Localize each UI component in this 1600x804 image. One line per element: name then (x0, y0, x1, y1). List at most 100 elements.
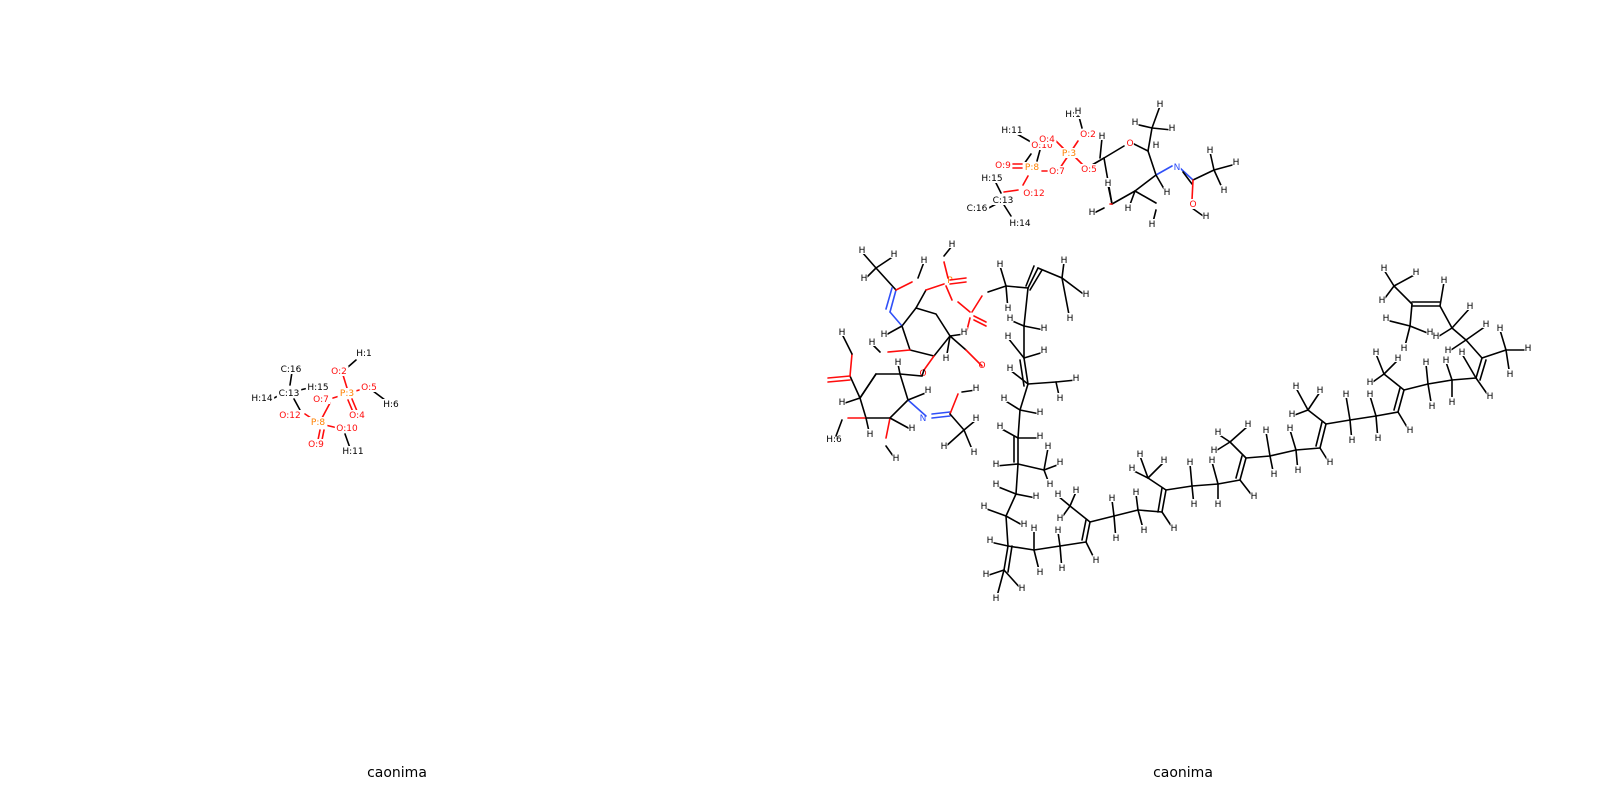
right-atom-label: H:1 (1065, 110, 1081, 120)
hydrogen-label-backing (1018, 583, 1026, 592)
hydrogen-atom-mark: H (1379, 296, 1386, 306)
hydrogen-atom-mark: H (881, 330, 888, 340)
hydrogen-label-backing (1444, 345, 1452, 354)
hydrogen-label-backing (960, 327, 968, 336)
hydrogen-label-backing (1348, 435, 1356, 444)
hydrogen-label-backing (1160, 455, 1168, 464)
hydrogen-label-backing (1020, 519, 1028, 528)
hydrogen-label-backing (1286, 423, 1294, 432)
hydrogen-atom-mark: H (973, 414, 980, 424)
right-label-backing (1126, 138, 1134, 148)
hydrogen-label-backing (1466, 301, 1474, 310)
hydrogen-atom-mark: H (1395, 354, 1402, 364)
hydrogen-label-backing (890, 249, 898, 258)
hydrogen-label-backing (1250, 491, 1258, 500)
hydrogen-atom-mark: H (1233, 158, 1240, 168)
hydrogen-label-backing (920, 255, 928, 264)
hydrogen-atom-mark: H (921, 256, 928, 266)
hydrogen-label-backing (1186, 457, 1194, 466)
hydrogen-label-backing (1112, 533, 1120, 542)
left-atom-label: O:2 (331, 367, 347, 377)
hydrogen-label-backing (892, 453, 900, 462)
hydrogen-atom-mark: H (1459, 348, 1466, 358)
hydrogen-atom-mark: H (1059, 564, 1066, 574)
right-atom-label: P:8 (1025, 163, 1039, 173)
hydrogen-label-backing (1378, 295, 1386, 304)
hydrogen-label-backing (1382, 313, 1390, 322)
hydrogen-atom-mark: H (1443, 356, 1450, 366)
hydrogen-atom-mark: H (1041, 346, 1048, 356)
right-atom-label: O (1126, 139, 1133, 149)
hydrogen-label-backing (1506, 369, 1514, 378)
hydrogen-label-backing (1040, 323, 1048, 332)
left-atom-label: O:12 (279, 411, 300, 421)
right-atom-label: O:7 (1049, 167, 1065, 177)
hydrogen-label-backing (1442, 355, 1450, 364)
hydrogen-label-backing (1058, 563, 1066, 572)
hydrogen-atom-mark: H (997, 260, 1004, 270)
hydrogen-atom-mark: H (1129, 464, 1136, 474)
hydrogen-atom-mark: H (909, 424, 916, 434)
hydrogen-label-backing (1156, 99, 1164, 108)
hydrogen-label-backing (1366, 389, 1374, 398)
hydrogen-label-backing (1036, 431, 1044, 440)
hydrogen-label-backing (1060, 255, 1068, 264)
left-label-backing (276, 388, 302, 398)
right-label-backing (1029, 140, 1055, 150)
hydrogen-label-backing (1131, 117, 1139, 126)
right-label-backing (1078, 129, 1098, 139)
right-atom-label: N (920, 414, 927, 424)
hydrogen-atom-mark: H (1317, 386, 1324, 396)
hydrogen-atom-mark: H (1293, 382, 1300, 392)
hydrogen-label-backing (1326, 457, 1334, 466)
right-label-backing (1059, 148, 1079, 158)
hydrogen-atom-mark: H (1449, 398, 1456, 408)
hydrogen-atom-mark: H (1383, 314, 1390, 324)
hydrogen-atom-mark: H (943, 354, 950, 364)
hydrogen-atom-mark: H (1287, 424, 1294, 434)
right-atom-label: H:11 (1001, 126, 1022, 136)
hydrogen-atom-mark: H (859, 246, 866, 256)
hydrogen-label-backing (1372, 347, 1380, 356)
hydrogen-atom-mark: H (1413, 268, 1420, 278)
hydrogen-atom-mark: H (1295, 466, 1302, 476)
hydrogen-label-backing (1032, 491, 1040, 500)
hydrogen-label-backing (1208, 455, 1216, 464)
right-label-backing (1173, 162, 1181, 172)
hydrogen-atom-mark: H (1073, 374, 1080, 384)
left-atom-label: H:14 (251, 394, 273, 404)
hydrogen-label-backing (1202, 211, 1210, 220)
left-label-backing (340, 446, 366, 456)
right-label-backing (1189, 199, 1197, 209)
right-top-fragment (984, 105, 1237, 227)
hydrogen-label-backing (948, 239, 956, 248)
left-label-backing (306, 439, 326, 449)
hydrogen-label-backing (880, 329, 888, 338)
hydrogen-label-backing (1448, 397, 1456, 406)
hydrogen-atom-mark: H (971, 448, 978, 458)
hydrogen-label-backing (1004, 303, 1012, 312)
hydrogen-label-backing (1163, 187, 1171, 196)
hydrogen-label-backing (860, 273, 868, 282)
hydrogen-label-backing (1066, 313, 1074, 322)
hydrogen-label-backing (1108, 493, 1116, 502)
hydrogen-atom-mark: H (1075, 107, 1082, 117)
left-label-backing (305, 382, 331, 392)
hydrogen-label-backing (1128, 463, 1136, 472)
hydrogen-atom-mark: H (893, 454, 900, 464)
hydrogen-atom-mark: H (1467, 302, 1474, 312)
right-label-backing (964, 203, 990, 213)
hydrogen-atom-mark: H (1019, 584, 1026, 594)
hydrogen-atom-mark: H (1187, 458, 1194, 468)
hydrogen-label-backing (1072, 485, 1080, 494)
left-label-backing (337, 388, 357, 398)
hydrogen-atom-mark: H (1055, 490, 1062, 500)
right-atom-label: C:13 (993, 196, 1014, 206)
hydrogen-label-backing (996, 421, 1004, 430)
hydrogen-atom-mark: H (861, 274, 868, 284)
hydrogen-label-backing (1082, 289, 1090, 298)
hydrogen-atom-mark: H (1093, 556, 1100, 566)
hydrogen-label-backing (1232, 157, 1240, 166)
right-atom-label: O:12 (1023, 189, 1044, 199)
